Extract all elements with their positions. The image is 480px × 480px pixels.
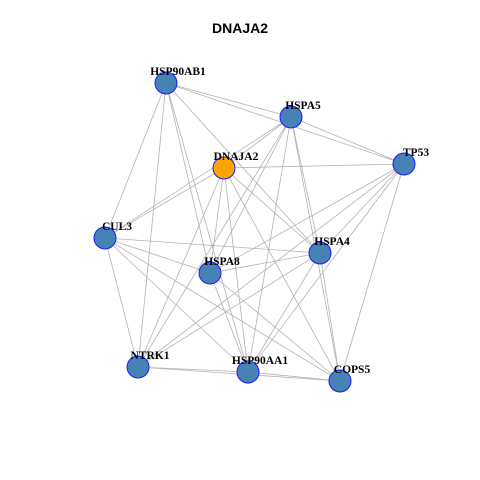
node-hspa4 xyxy=(308,241,332,265)
edge-dnaja2-ntrk1 xyxy=(137,167,225,368)
edge-hspa4-hspa8 xyxy=(209,252,321,274)
edge-dnaja2-tp53 xyxy=(223,163,405,169)
edge-hspa8-cops5 xyxy=(209,272,341,382)
node-layer xyxy=(93,71,416,393)
edge-dnaja2-hsp90aa1 xyxy=(223,167,249,373)
edge-tp53-hsp90aa1 xyxy=(247,163,405,373)
edge-cul3-hspa4 xyxy=(104,237,321,254)
node-label-hsp90ab1: HSP90AB1 xyxy=(150,66,206,78)
edge-cul3-hspa8 xyxy=(104,237,211,274)
edge-tp53-cops5 xyxy=(339,163,405,382)
edge-hspa5-hspa4 xyxy=(290,116,321,254)
edge-cul3-cops5 xyxy=(104,237,341,382)
edge-cul3-ntrk1 xyxy=(104,237,139,368)
edge-hsp90ab1-hspa4 xyxy=(165,82,321,254)
edge-tp53-ntrk1 xyxy=(137,163,405,368)
edge-hsp90ab1-ntrk1 xyxy=(137,82,167,368)
node-label-tp53: TP53 xyxy=(403,147,429,159)
edge-hspa4-hsp90aa1 xyxy=(247,252,321,373)
edge-ntrk1-hsp90aa1 xyxy=(137,366,249,373)
node-ntrk1 xyxy=(126,355,150,379)
node-cul3 xyxy=(93,226,117,250)
node-label-hspa5: HSPA5 xyxy=(285,100,321,112)
edge-hspa8-hsp90aa1 xyxy=(209,272,249,373)
edge-dnaja2-hspa8 xyxy=(209,167,225,274)
edge-hsp90ab1-hsp90aa1 xyxy=(165,82,249,373)
edge-layer xyxy=(104,82,405,382)
edge-cul3-hsp90aa1 xyxy=(104,237,249,373)
node-label-cops5: COPS5 xyxy=(334,364,371,376)
edge-hsp90aa1-cops5 xyxy=(247,371,341,382)
node-hsp90ab1 xyxy=(154,71,178,95)
node-dnaja2 xyxy=(212,156,236,180)
edge-hsp90ab1-cul3 xyxy=(104,82,167,239)
node-label-ntrk1: NTRK1 xyxy=(131,350,170,362)
diagram-title: DNAJA2 xyxy=(211,20,268,36)
node-label-dnaja2: DNAJA2 xyxy=(214,151,259,163)
node-label-cul3: CUL3 xyxy=(102,221,132,233)
edge-dnaja2-hspa4 xyxy=(223,167,321,254)
node-hsp90aa1 xyxy=(236,360,260,384)
node-hspa8 xyxy=(198,261,222,285)
edge-hspa4-ntrk1 xyxy=(137,252,321,368)
edge-dnaja2-cops5 xyxy=(223,167,341,382)
node-tp53 xyxy=(392,152,416,176)
edge-hspa4-cops5 xyxy=(319,252,341,382)
edge-hspa5-dnaja2 xyxy=(223,116,292,169)
edge-hspa5-hspa8 xyxy=(209,116,292,274)
edge-hspa5-cul3 xyxy=(104,116,292,239)
edge-dnaja2-cul3 xyxy=(104,167,225,239)
edge-hsp90ab1-hspa5 xyxy=(165,82,292,118)
edge-tp53-hspa8 xyxy=(209,163,405,274)
edge-hsp90ab1-hspa8 xyxy=(165,82,211,274)
node-hspa5 xyxy=(279,105,303,129)
edge-hspa5-tp53 xyxy=(290,116,405,165)
node-label-hspa4: HSPA4 xyxy=(314,236,350,248)
edge-tp53-hspa4 xyxy=(319,163,405,254)
node-label-hspa8: HSPA8 xyxy=(204,256,240,268)
node-label-hsp90aa1: HSP90AA1 xyxy=(232,355,288,367)
node-cops5 xyxy=(328,369,352,393)
